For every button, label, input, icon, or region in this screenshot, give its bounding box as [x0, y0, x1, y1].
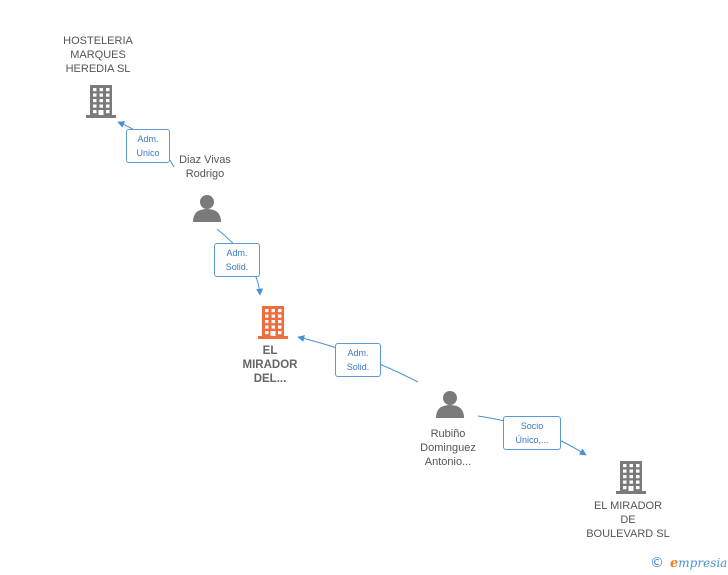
edge-label-line: Solid.: [225, 262, 249, 272]
person-icon[interactable]: [436, 391, 464, 418]
node-label-line: MIRADOR: [242, 359, 298, 371]
node-label-line: Dominguez: [420, 442, 476, 454]
edge-label-line: Solid.: [346, 362, 370, 372]
edge-label-line: Adm.: [347, 348, 369, 358]
person-icon[interactable]: [193, 195, 221, 222]
copyright-symbol: ©: [650, 555, 664, 571]
edge-label-e3[interactable]: Adm. Solid.: [335, 343, 381, 377]
brand-name: mpresia: [678, 556, 728, 570]
node-label-hosteleria[interactable]: HOSTELERIA MARQUES HEREDIA SL: [63, 34, 133, 76]
node-label-mirador[interactable]: EL MIRADOR DEL...: [243, 344, 298, 386]
edge-label-line: Unico: [136, 148, 160, 158]
building-icon[interactable]: [616, 461, 646, 494]
edge-label-line: Adm.: [226, 248, 248, 258]
node-label-line: Rodrigo: [185, 168, 225, 180]
node-label-line: DEL...: [253, 373, 287, 385]
node-label-boulevard[interactable]: EL MIRADOR DE BOULEVARD SL: [586, 499, 670, 541]
node-label-line: HEREDIA SL: [65, 63, 131, 75]
node-label-line: Rubiño: [430, 428, 466, 440]
building-icon[interactable]: [86, 85, 116, 118]
node-label-line: BOULEVARD SL: [586, 528, 670, 540]
node-label-line: DE: [620, 514, 636, 526]
brand-logo: empresia: [670, 556, 727, 571]
node-label-line: Antonio...: [424, 456, 472, 468]
brand-initial: e: [670, 556, 679, 571]
edge-label-line: Único,...: [515, 435, 549, 445]
node-label-line: EL: [262, 345, 278, 357]
node-label-line: HOSTELERIA: [63, 35, 133, 47]
node-label-line: EL MIRADOR: [593, 500, 663, 512]
building-icon[interactable]: [258, 306, 288, 339]
edge-label-line: Socio: [520, 421, 544, 431]
node-label-line: MARQUES: [70, 49, 126, 61]
edge-label-e2[interactable]: Adm. Solid.: [214, 243, 260, 277]
edge-label-e1[interactable]: Adm. Unico: [126, 129, 170, 163]
node-label-line: Diaz Vivas: [179, 154, 231, 166]
edge-label-line: Adm.: [137, 134, 159, 144]
